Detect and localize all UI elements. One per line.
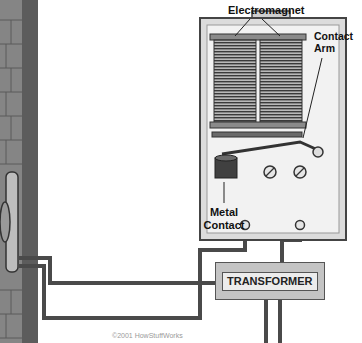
housing-interior [207,25,339,233]
transformer-box: TRANSFORMER [215,262,325,300]
magnet-coil [214,40,256,122]
terminal-screws [241,166,307,230]
part-label: Electromagnet [228,4,304,17]
contact-arm [222,142,318,154]
push-button [0,202,10,242]
brick-lines [0,20,22,338]
box-label: TRANSFORMER [222,272,318,291]
pivot-screw [313,147,323,157]
armature [212,132,302,137]
leader-lines [224,19,322,203]
wall [0,0,22,343]
part-label: Contact Arm [314,30,358,54]
screw-slots [266,168,304,176]
magnet-base [210,122,306,128]
watermark: ©2001 HowStuffWorks [112,332,183,340]
magnet-cap [210,34,306,40]
metal-contact-top [215,155,237,161]
magnet-coil [260,40,302,122]
part-label: Metal Contact [198,206,250,232]
wall-edge [22,0,38,343]
